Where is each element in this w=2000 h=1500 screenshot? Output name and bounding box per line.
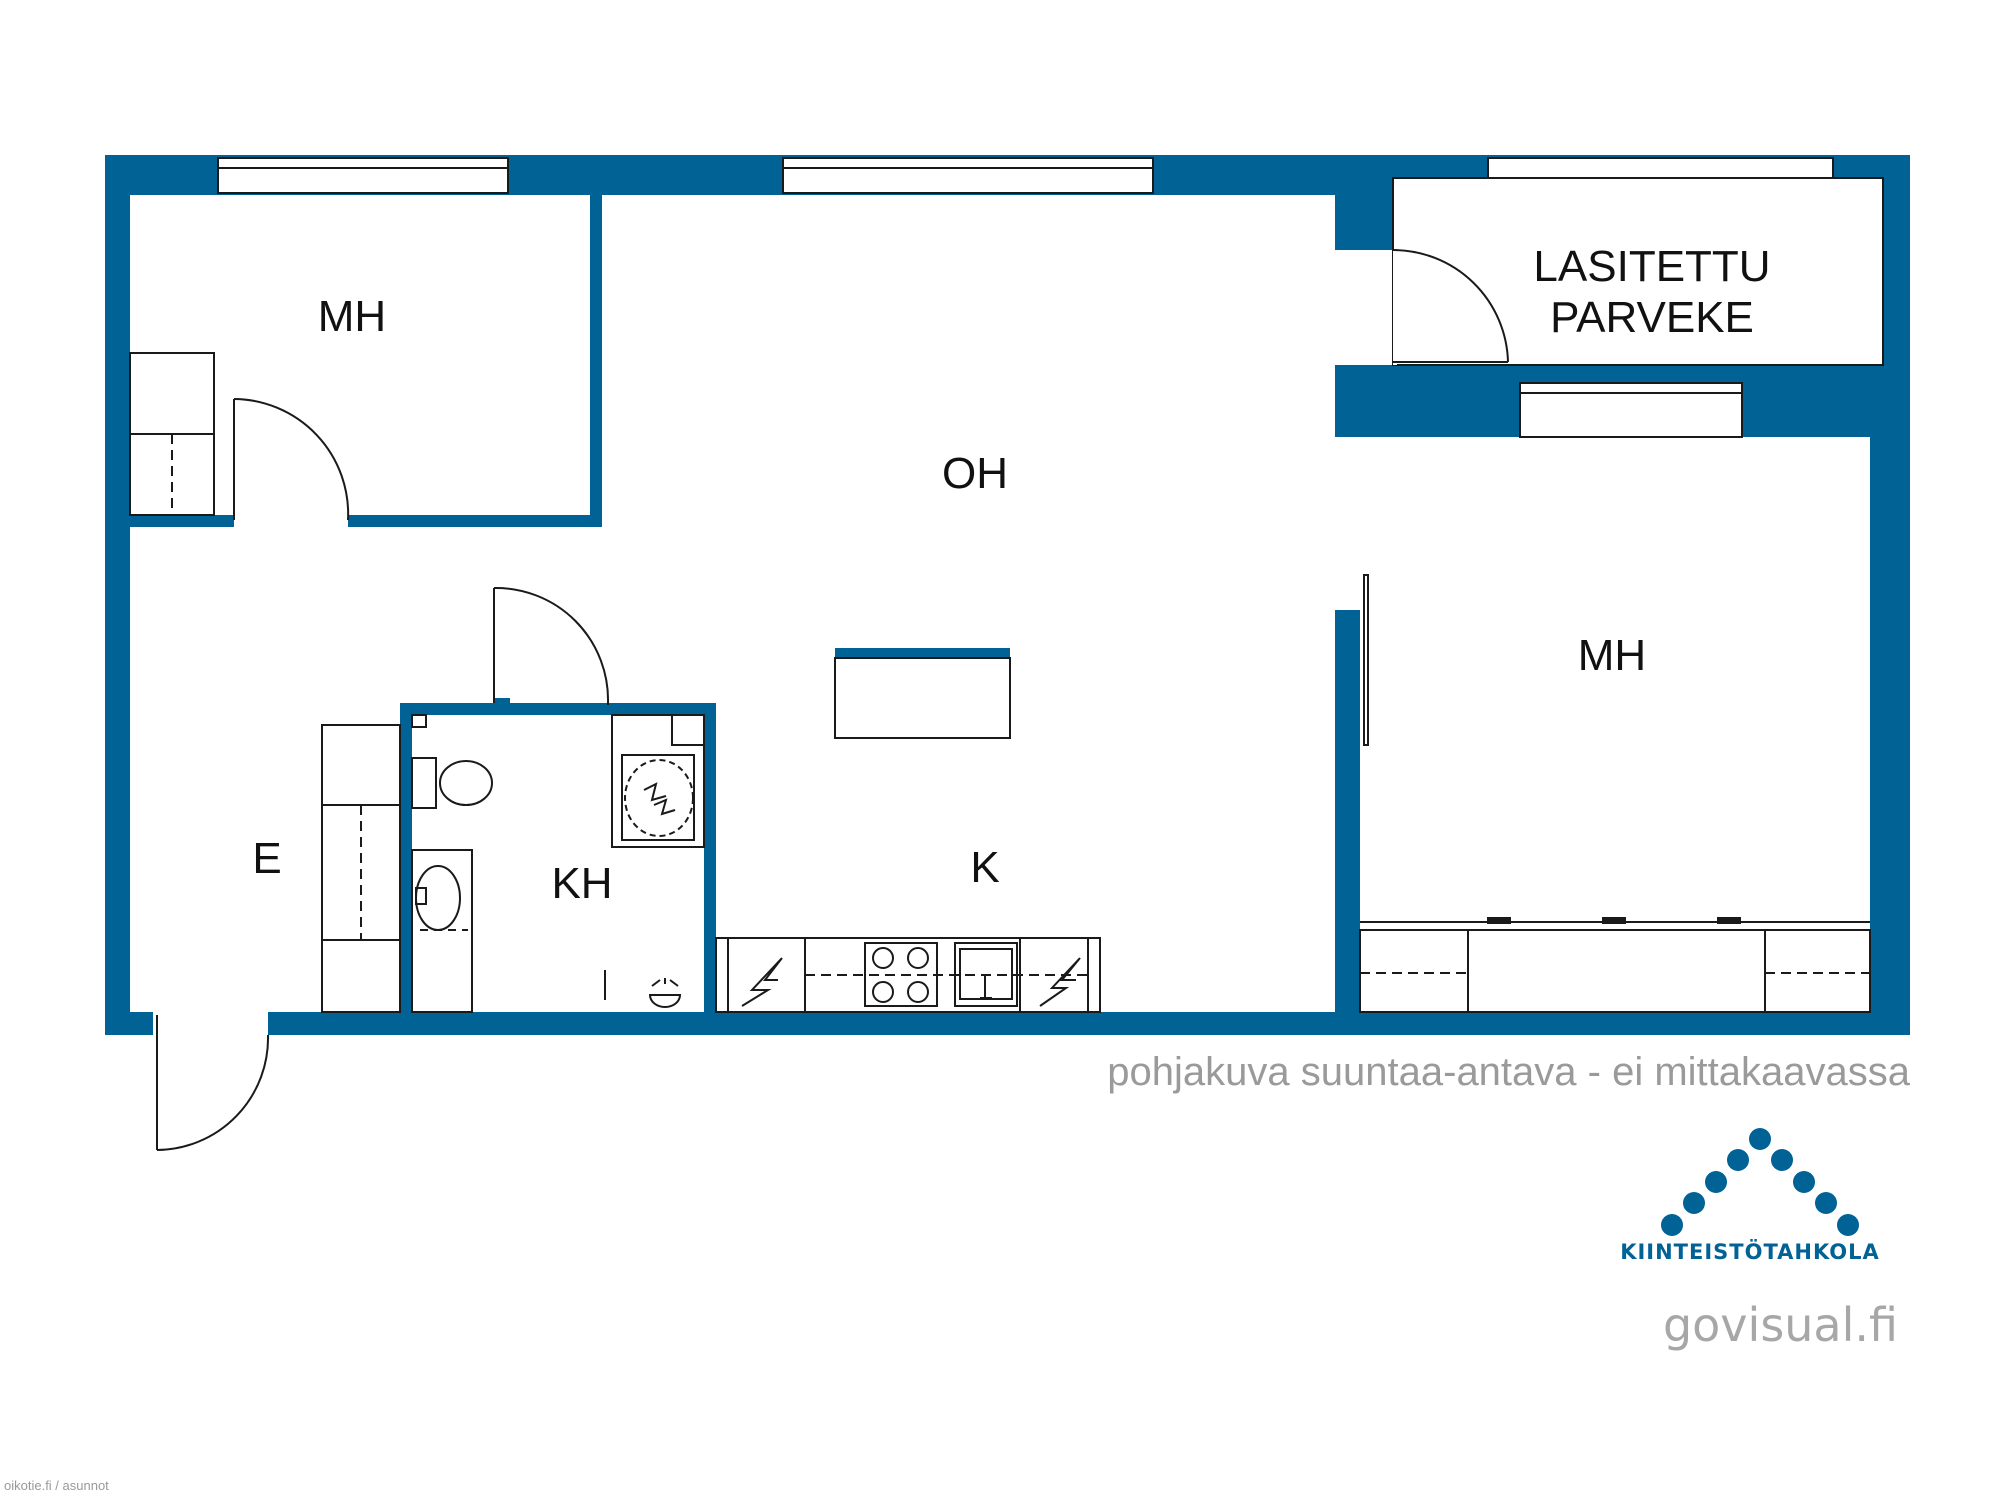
room-label-bedroom-1: MH [318,292,386,341]
bedroom-2-wardrobe [1359,917,1871,1013]
room-label-bedroom-2: MH [1578,631,1646,680]
bathroom-fixtures [411,714,705,1013]
toilet-icon [439,760,493,806]
bathroom-door [493,586,610,705]
dishwasher-icon [1039,957,1081,1007]
brand-name: KIINTEISTÖTAHKOLA [1620,1240,1880,1264]
windows [217,157,1834,438]
scale-disclaimer: pohjakuva suuntaa-antava - ei mittakaava… [1107,1050,1910,1094]
hallway-wardrobe [321,724,401,1013]
interior-walls [130,195,1360,1012]
fridge-icon [741,957,783,1007]
source-note: oikotie.fi / asunnot [4,1478,109,1493]
room-label-balcony-line-1: LASITETTU [1533,242,1770,291]
shower-cabinet [611,714,705,848]
bedroom-1-door [233,398,350,521]
washing-machine-icon [624,759,694,837]
room-label-balcony-line-2: PARVEKE [1550,293,1754,342]
kitchen-island [834,657,1011,739]
bedroom-1-wardrobe [129,352,215,516]
room-label-living-room: OH [942,449,1008,498]
vanity-counter [411,849,473,1013]
entrance-door [153,1012,270,1151]
room-label-entrance: E [252,834,281,883]
room-label-bathroom: KH [551,859,612,908]
website-label: govisual.fi [1662,1298,1898,1352]
dotted-roof-logo-icon [1661,1128,1859,1236]
bedroom-2-sliding-door [1363,574,1369,746]
floor-drain-icon [648,994,682,1008]
stove-icon [864,942,938,1007]
balcony-area [1392,177,1884,366]
sink-icon [415,865,461,931]
kitchen-counter [715,937,1101,1013]
balcony-door [1392,249,1509,363]
kitchen-sink-icon [954,942,1018,1007]
room-label-kitchen: K [970,843,999,892]
